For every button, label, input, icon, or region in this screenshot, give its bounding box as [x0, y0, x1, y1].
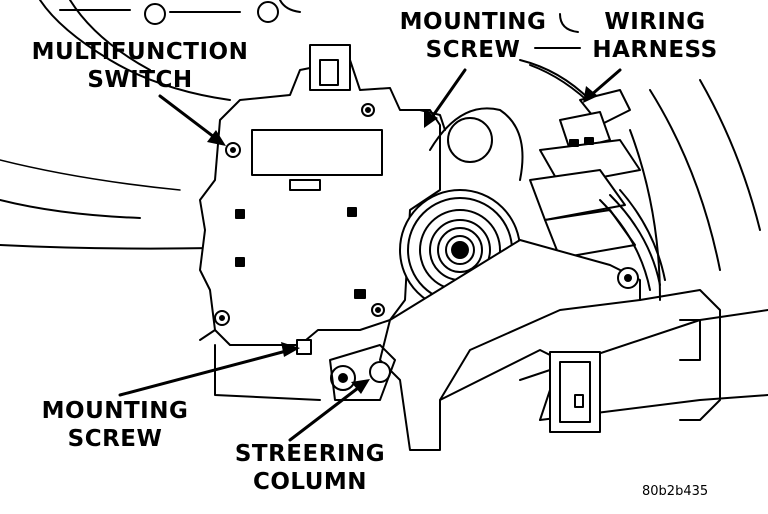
arrow-head-column	[351, 379, 370, 394]
switch-body	[199, 44, 441, 401]
label-wiring-harness-line1: WIRING	[604, 9, 706, 35]
label-steering-column: STREERING COLUMN	[220, 440, 400, 496]
label-wiring-harness: WIRING HARNESS	[580, 8, 730, 64]
figure-code: 80b2b435	[642, 484, 709, 499]
arrow-head-screw-bottom	[281, 342, 300, 357]
arrow-head-harness	[583, 86, 598, 103]
label-multifunction-switch-line1: MULTIFUNCTION	[31, 39, 249, 65]
arrow-head-screw-top	[424, 110, 438, 128]
label-steering-column-line2: COLUMN	[252, 469, 368, 495]
label-mounting-screw-bottom: MOUNTING SCREW	[35, 397, 195, 453]
wiring-harness	[519, 59, 666, 291]
label-multifunction-switch-line2: SWITCH	[87, 67, 193, 93]
label-mounting-screw-top-line2: SCREW	[425, 37, 521, 63]
label-mounting-screw-bottom-line2: SCREW	[67, 426, 163, 452]
label-multifunction-switch: MULTIFUNCTION SWITCH	[20, 38, 260, 94]
label-wiring-harness-line2: HARNESS	[592, 37, 718, 63]
background-arcs	[0, 0, 761, 301]
arrow-head-switch	[207, 130, 226, 146]
label-mounting-screw-bottom-line1: MOUNTING	[41, 398, 189, 424]
label-mounting-screw-top-line1: MOUNTING	[399, 9, 547, 35]
column-bracket	[329, 239, 768, 451]
label-steering-column-line1: STREERING	[234, 441, 386, 467]
label-mounting-screw-top: MOUNTING SCREW	[388, 8, 558, 64]
leader-arrows	[118, 13, 622, 442]
